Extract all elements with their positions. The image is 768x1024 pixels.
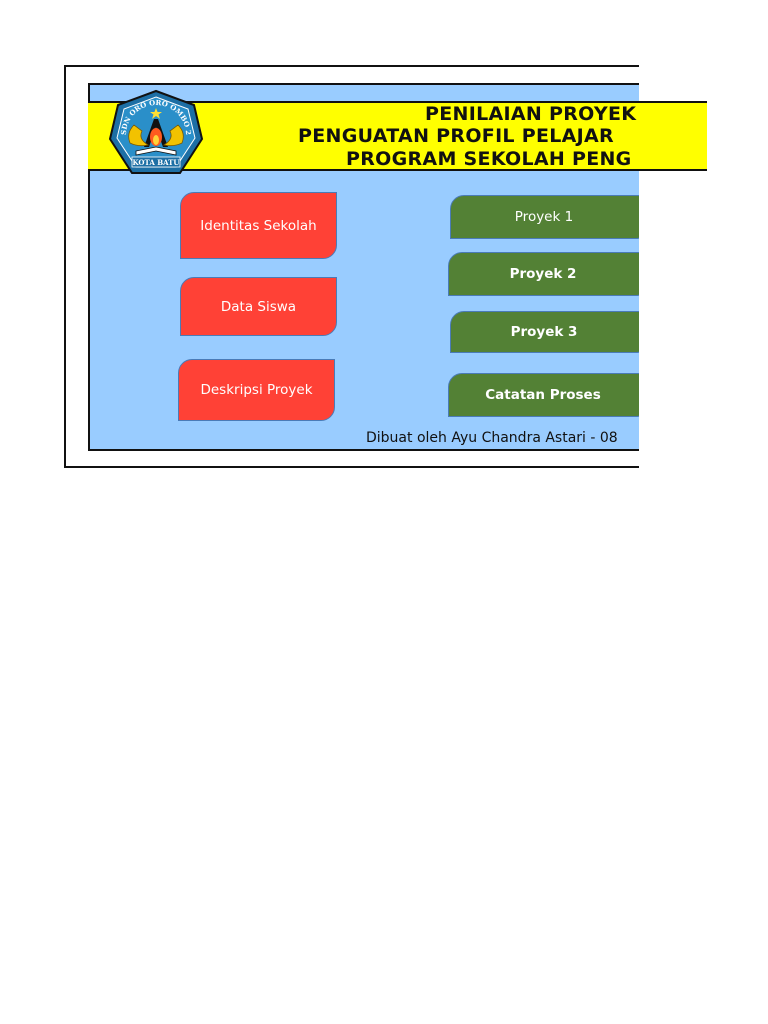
deskripsi-proyek-button[interactable]: Deskripsi Proyek	[178, 359, 335, 421]
proyek-2-button[interactable]: Proyek 2	[448, 252, 639, 296]
proyek-1-button[interactable]: Proyek 1	[450, 195, 639, 239]
title-line-1: PENILAIAN PROYEK	[425, 103, 637, 125]
title-clip: PENILAIAN PROYEK PENGUATAN PROFIL PELAJA…	[0, 0, 639, 200]
button-label: Proyek 1	[514, 209, 574, 225]
identitas-sekolah-button[interactable]: Identitas Sekolah	[180, 192, 337, 259]
credit-text: Dibuat oleh Ayu Chandra Astari - 08	[366, 430, 618, 446]
school-emblem-icon: SDN ORO ORO OMBO 2 KOTA BATU	[108, 89, 204, 174]
button-label: Proyek 2	[509, 266, 577, 282]
button-label: Catatan Proses	[485, 387, 601, 403]
title-line-2: PENGUATAN PROFIL PELAJAR	[298, 125, 614, 147]
button-label: Identitas Sekolah	[200, 217, 317, 234]
svg-text:KOTA BATU: KOTA BATU	[133, 158, 180, 167]
button-label: Data Siswa	[220, 298, 297, 315]
proyek-3-button[interactable]: Proyek 3	[450, 311, 639, 353]
data-siswa-button[interactable]: Data Siswa	[180, 277, 337, 336]
title-line-3: PROGRAM SEKOLAH PENG	[346, 148, 632, 170]
page-title: PENILAIAN PROYEK PENGUATAN PROFIL PELAJA…	[240, 101, 639, 171]
catatan-proses-button[interactable]: Catatan Proses	[448, 373, 639, 417]
button-label: Proyek 3	[510, 324, 578, 340]
button-label: Deskripsi Proyek	[200, 382, 313, 398]
